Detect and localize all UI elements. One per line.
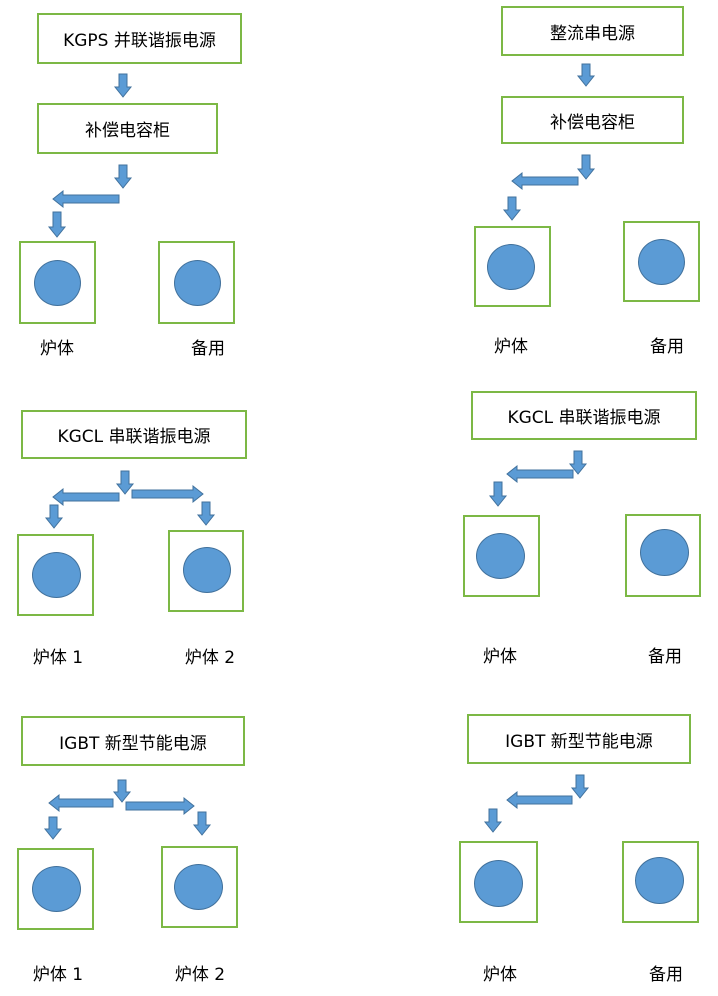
arrow-down-icon xyxy=(112,779,132,803)
spare-circle xyxy=(640,529,689,576)
arrow-down-icon xyxy=(196,501,216,526)
spare-circle xyxy=(174,260,221,306)
furnace-2-circle xyxy=(174,864,223,910)
power-source-label: IGBT 新型节能电源 xyxy=(505,731,653,752)
spare-label: 备用 xyxy=(650,337,684,357)
arrow-left-icon xyxy=(511,171,579,191)
furnace-2-label: 炉体 2 xyxy=(174,965,226,985)
spare-label: 备用 xyxy=(191,339,225,359)
arrow-down-icon xyxy=(488,481,508,507)
arrow-left-icon xyxy=(48,793,114,813)
furnace-1-circle xyxy=(32,866,81,912)
arrow-left-icon xyxy=(506,464,574,484)
spare-label: 备用 xyxy=(648,647,682,667)
furnace-2-circle xyxy=(183,547,231,593)
furnace-1-circle xyxy=(32,552,81,598)
furnace-circle xyxy=(476,533,525,579)
arrow-left-icon xyxy=(506,790,573,810)
power-source-label: KGCL 串联谐振电源 xyxy=(507,408,661,428)
arrow-right-icon xyxy=(125,796,195,816)
power-source-label: KGPS 并联谐振电源 xyxy=(63,31,216,51)
arrow-down-icon xyxy=(44,504,64,529)
capacitor-cabinet-label: 补偿电容柜 xyxy=(550,112,635,133)
arrow-down-icon xyxy=(570,774,590,799)
furnace-circle xyxy=(34,260,81,306)
power-source-label: 整流串电源 xyxy=(550,23,635,44)
power-source-label: IGBT 新型节能电源 xyxy=(59,733,207,754)
arrow-down-icon xyxy=(576,63,596,87)
furnace-box xyxy=(463,515,540,597)
furnace-label: 炉体 xyxy=(483,965,517,985)
power-source-box: KGPS 并联谐振电源 xyxy=(37,13,242,64)
spare-circle xyxy=(638,239,685,285)
furnace-label: 炉体 xyxy=(494,337,528,357)
furnace-circle xyxy=(487,244,535,290)
arrow-down-icon xyxy=(113,73,133,98)
power-source-box: IGBT 新型节能电源 xyxy=(21,716,245,766)
furnace-label: 炉体 xyxy=(483,647,517,667)
arrow-right-icon xyxy=(131,484,204,504)
arrow-down-icon xyxy=(483,808,503,833)
arrow-down-icon xyxy=(115,470,135,495)
arrow-down-icon xyxy=(43,816,63,840)
arrow-left-icon xyxy=(52,189,120,209)
furnace-circle xyxy=(474,860,523,907)
furnace-label: 炉体 xyxy=(40,339,74,359)
power-source-box: KGCL 串联谐振电源 xyxy=(21,410,247,459)
power-source-label: KGCL 串联谐振电源 xyxy=(57,427,211,447)
arrow-down-icon xyxy=(502,196,522,221)
arrow-down-icon xyxy=(47,211,67,238)
arrow-down-icon xyxy=(568,450,588,475)
arrow-down-icon xyxy=(113,164,133,189)
capacitor-cabinet-box: 补偿电容柜 xyxy=(37,103,218,154)
furnace-2-label: 炉体 2 xyxy=(184,648,236,668)
furnace-1-box xyxy=(17,848,94,930)
spare-circle xyxy=(635,857,684,904)
arrow-left-icon xyxy=(52,487,120,507)
power-source-box: KGCL 串联谐振电源 xyxy=(471,391,697,440)
capacitor-cabinet-label: 补偿电容柜 xyxy=(85,121,170,141)
spare-label: 备用 xyxy=(649,965,683,985)
furnace-1-label: 炉体 1 xyxy=(32,648,84,668)
arrow-down-icon xyxy=(576,154,596,180)
power-source-box: 整流串电源 xyxy=(501,6,684,56)
power-source-box: IGBT 新型节能电源 xyxy=(467,714,691,764)
furnace-1-label: 炉体 1 xyxy=(32,965,84,985)
capacitor-cabinet-box: 补偿电容柜 xyxy=(501,96,684,144)
arrow-down-icon xyxy=(192,811,212,836)
spare-box xyxy=(158,241,235,324)
